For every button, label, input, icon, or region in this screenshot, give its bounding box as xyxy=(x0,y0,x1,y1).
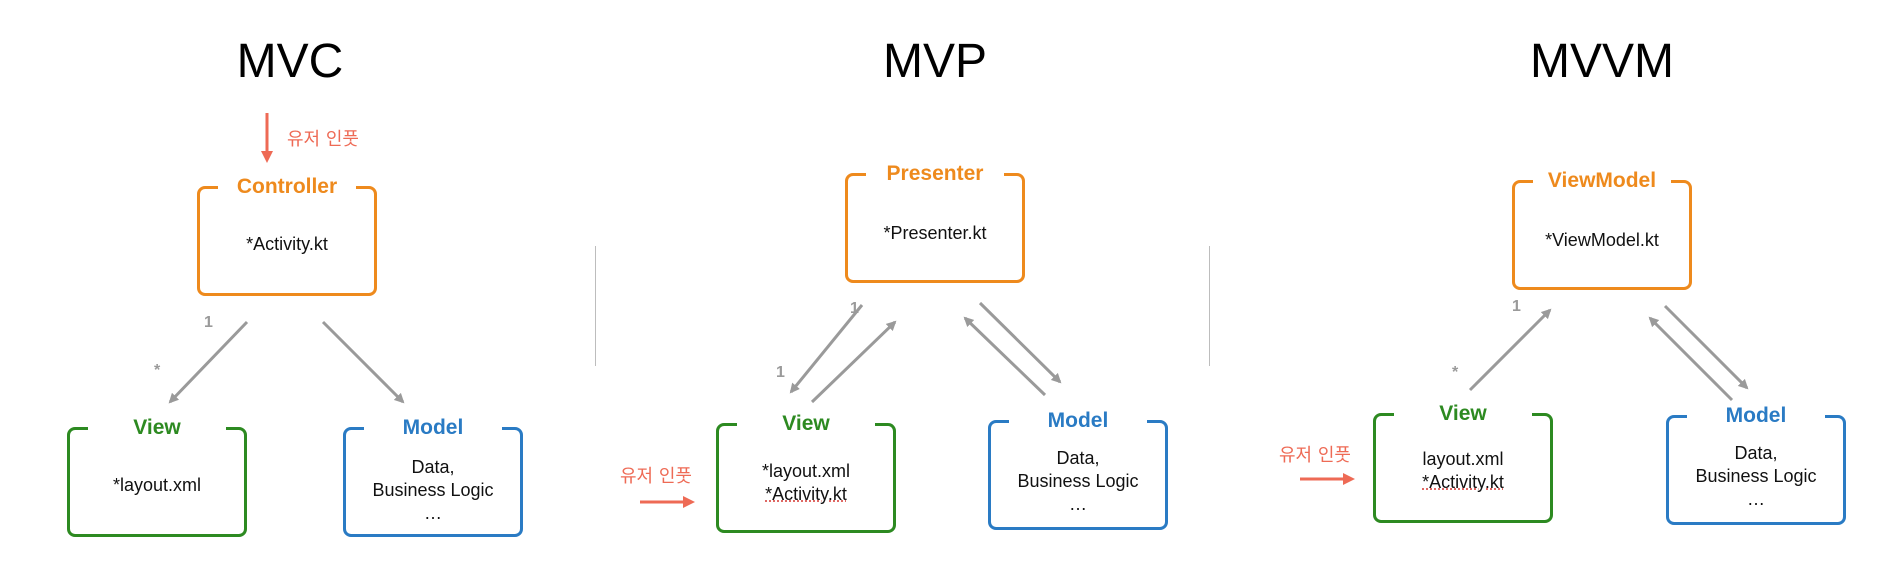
mvp-heading: MVP xyxy=(882,35,987,88)
mvc-multiplicity-one: 1 xyxy=(204,314,213,331)
mvc-heading: MVC xyxy=(236,35,344,88)
box-gap xyxy=(364,424,502,433)
mvvm-model-body: Data, Business Logic … xyxy=(1669,442,1843,511)
divider-mvc-mvp xyxy=(595,246,596,366)
mvp-view-box: View *layout.xml *Activity.kt xyxy=(716,412,896,533)
box-gap xyxy=(1009,417,1147,426)
mvc-model-box: Model Data, Business Logic … xyxy=(343,416,523,537)
mvc-controller-file: *Activity.kt xyxy=(246,234,328,254)
mvc-model-line-2: Business Logic xyxy=(372,480,494,500)
mvc-controller-title: Controller xyxy=(236,175,338,198)
mvc-controller-to-view-arrow xyxy=(168,320,249,404)
mvvm-viewmodel-body: *ViewModel.kt xyxy=(1515,229,1689,252)
mvvm-user-input-label: 유저 인풋 xyxy=(1279,445,1351,466)
mvp-model-line-1: Data, xyxy=(1056,448,1100,468)
mvvm-viewmodel-title: ViewModel xyxy=(1547,169,1657,192)
mvp-view-body: *layout.xml *Activity.kt xyxy=(719,460,893,506)
mvp-model-line-2: Business Logic xyxy=(1017,471,1139,491)
mvvm-viewmodel-box: ViewModel *ViewModel.kt xyxy=(1512,169,1692,290)
mvp-model-to-presenter-arrow xyxy=(963,316,1047,397)
mvp-view-file-2: *Activity.kt xyxy=(765,484,847,504)
mvp-multiplicity-top: 1 xyxy=(850,300,859,317)
mvvm-multiplicity-many: * xyxy=(1452,364,1459,381)
mvc-multiplicity-many: * xyxy=(154,362,161,379)
mvp-presenter-to-model-arrow xyxy=(978,301,1062,384)
mvc-view-box: View *layout.xml xyxy=(67,416,247,537)
mvvm-multiplicity-one: 1 xyxy=(1512,298,1521,315)
box-gap xyxy=(866,170,1004,179)
box-gap xyxy=(88,424,226,433)
mvp-user-input-label: 유저 인풋 xyxy=(620,466,692,487)
mvp-presenter-file: *Presenter.kt xyxy=(883,223,987,243)
box-gap xyxy=(1533,177,1671,186)
mvp-presenter-box: Presenter *Presenter.kt xyxy=(845,162,1025,283)
box-gap xyxy=(737,420,875,429)
divider-mvp-mvvm xyxy=(1209,246,1210,366)
mvvm-heading: MVVM xyxy=(1530,35,1674,88)
mvvm-view-title: View xyxy=(1439,402,1487,425)
mvp-model-line-3: … xyxy=(1069,494,1087,514)
mvp-model-box: Model Data, Business Logic … xyxy=(988,409,1168,530)
mvc-view-body: *layout.xml xyxy=(70,474,244,497)
mvp-presenter-body: *Presenter.kt xyxy=(848,222,1022,245)
mvc-model-body: Data, Business Logic … xyxy=(346,456,520,525)
box-gap xyxy=(1687,412,1825,421)
mvp-model-title: Model xyxy=(1047,409,1109,432)
mvvm-viewmodel-to-model-arrow xyxy=(1663,304,1749,390)
mvc-user-input-label: 유저 인풋 xyxy=(287,129,359,150)
mvc-view-file: *layout.xml xyxy=(112,475,202,495)
mvvm-model-box: Model Data, Business Logic … xyxy=(1666,404,1846,525)
mvvm-view-to-viewmodel-arrow xyxy=(1468,308,1552,392)
mvc-model-line-3: … xyxy=(424,503,442,523)
box-gap xyxy=(1394,410,1532,419)
mvc-controller-box: Controller *Activity.kt xyxy=(197,175,377,296)
mvc-view-title: View xyxy=(133,416,181,439)
mvp-model-body: Data, Business Logic … xyxy=(991,447,1165,516)
mvc-controller-to-model-arrow xyxy=(321,320,405,404)
mvvm-viewmodel-file: *ViewModel.kt xyxy=(1545,230,1659,250)
mvp-view-file-1: *layout.xml xyxy=(761,461,851,481)
mvp-presenter-to-view-arrow xyxy=(789,304,864,394)
mvp-view-title: View xyxy=(782,412,830,435)
mvp-multiplicity-bottom: 1 xyxy=(776,364,785,381)
mvvm-model-line-2: Business Logic xyxy=(1695,466,1817,486)
mvvm-model-line-3: … xyxy=(1747,489,1765,509)
mvvm-view-body: layout.xml *Activity.kt xyxy=(1376,448,1550,494)
mvvm-model-line-1: Data, xyxy=(1734,443,1778,463)
mvc-controller-body: *Activity.kt xyxy=(200,233,374,256)
mvvm-model-to-viewmodel-arrow xyxy=(1648,316,1734,402)
mvvm-view-file-2: *Activity.kt xyxy=(1422,472,1504,492)
box-gap xyxy=(218,183,356,192)
mvvm-view-file-1: layout.xml xyxy=(1422,449,1504,469)
mvvm-view-box: View layout.xml *Activity.kt xyxy=(1373,402,1553,523)
mvp-view-to-presenter-arrow xyxy=(810,320,897,404)
mvc-model-line-1: Data, xyxy=(411,457,455,477)
mvc-model-title: Model xyxy=(402,416,464,439)
mvp-presenter-title: Presenter xyxy=(886,162,984,185)
mvvm-model-title: Model xyxy=(1725,404,1787,427)
